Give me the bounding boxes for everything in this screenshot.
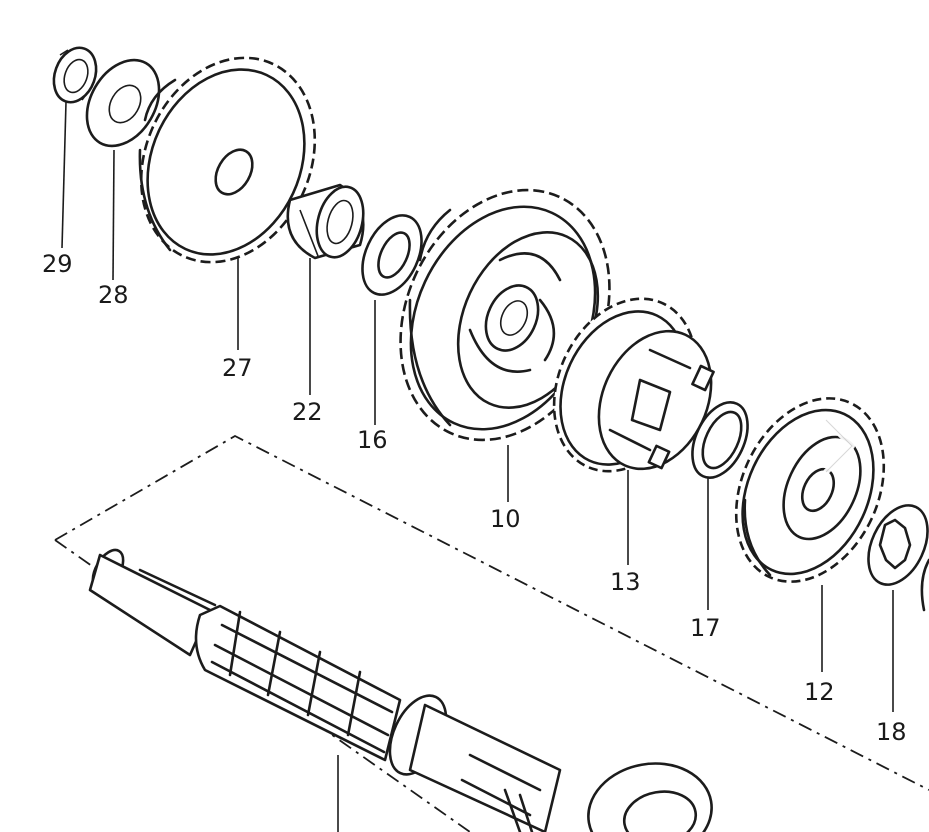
leader-lines: [61, 101, 894, 832]
main-shaft: [88, 548, 713, 832]
part-29-ring: [52, 46, 98, 104]
chevron-right-icon[interactable]: [823, 417, 855, 475]
label-13: 13: [610, 568, 641, 596]
label-28: 28: [98, 281, 129, 309]
part-13-gear: [552, 297, 715, 473]
label-29: 29: [42, 250, 73, 278]
label-27: 27: [222, 354, 253, 382]
part-17-washer: [691, 401, 749, 479]
part-22-bushing: [286, 183, 365, 260]
label-18: 18: [876, 718, 907, 746]
label-10: 10: [490, 505, 521, 533]
part-18-washer: [867, 504, 929, 586]
label-16: 16: [357, 426, 388, 454]
edge-part-partial: [920, 558, 929, 612]
part-labels: 29 28 27 22 16 10 13 17 12 18: [42, 250, 907, 746]
part-16-washer: [361, 214, 423, 296]
part-27-gear: [138, 56, 317, 264]
part-28-washer: [85, 58, 161, 148]
label-17: 17: [690, 614, 721, 642]
label-12: 12: [804, 678, 835, 706]
label-22: 22: [292, 398, 323, 426]
